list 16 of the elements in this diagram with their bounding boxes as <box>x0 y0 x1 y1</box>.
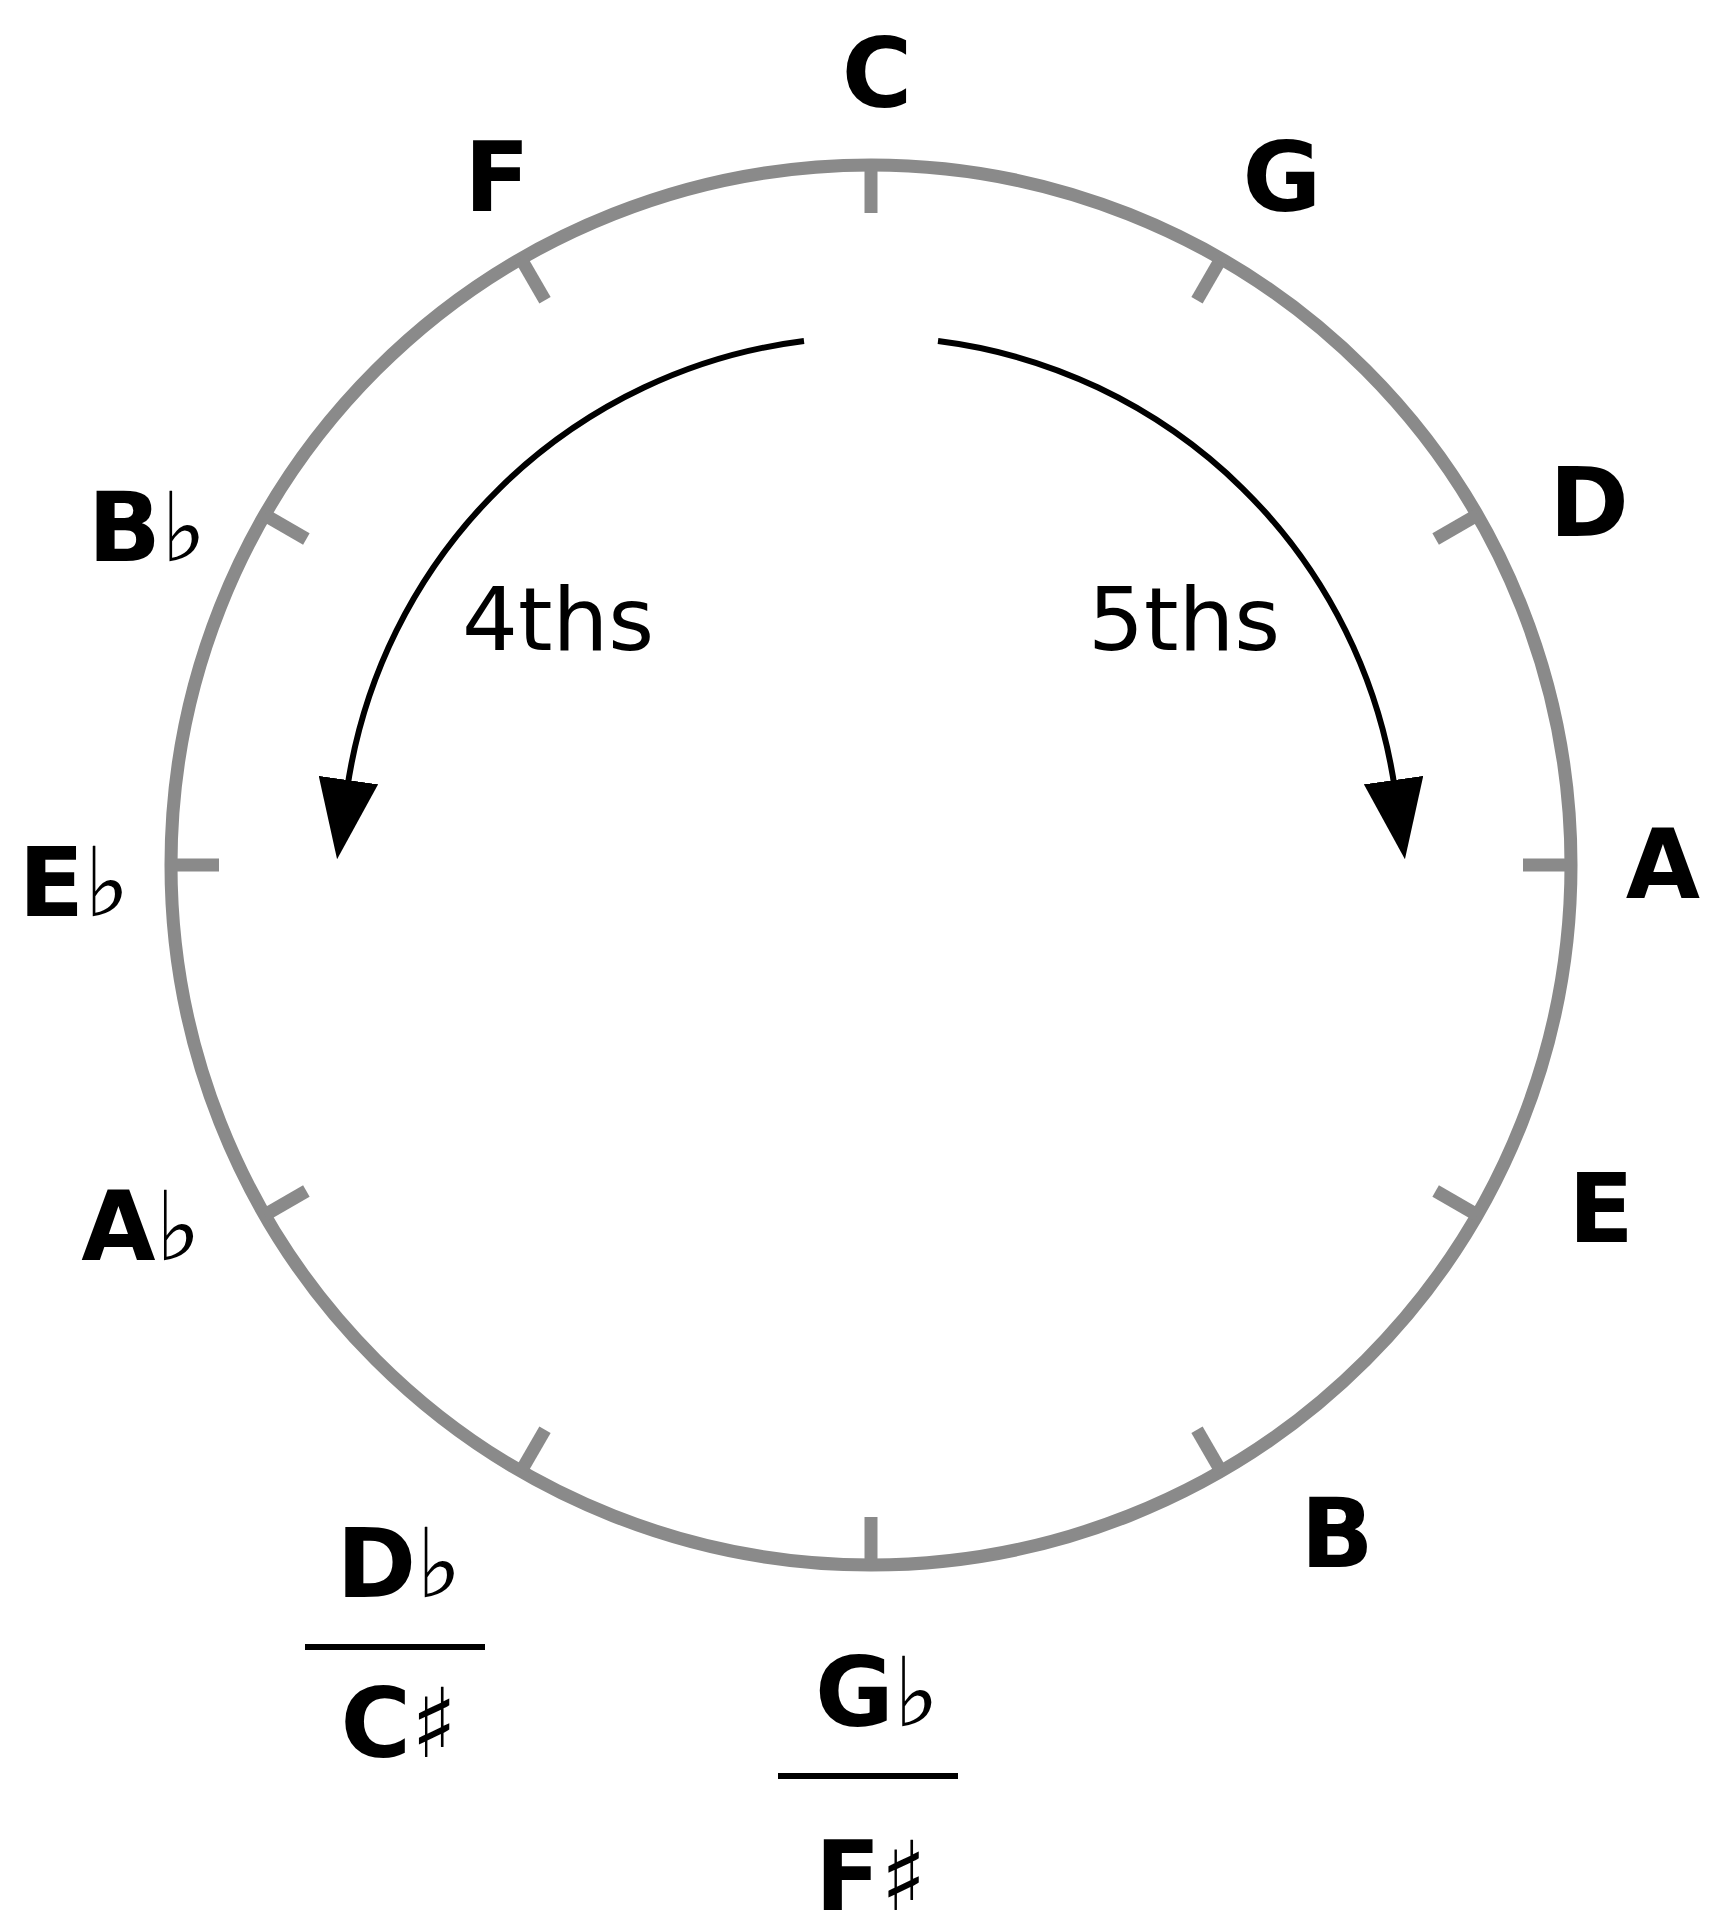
key-label: D <box>1549 455 1629 551</box>
key-label: B♭ <box>87 480 207 576</box>
key-label: F♯ <box>815 1829 927 1924</box>
key-label: E♭ <box>18 835 130 931</box>
key-label: B <box>1300 1486 1374 1582</box>
interval-label: 4ths <box>461 576 655 664</box>
key-label: A♭ <box>81 1179 201 1275</box>
key-label: D♭ <box>336 1516 462 1612</box>
interval-label: 5ths <box>1087 576 1281 664</box>
key-label: E <box>1568 1161 1634 1257</box>
key-label: G♭ <box>814 1645 940 1741</box>
key-label: A <box>1625 817 1701 913</box>
key-label: C <box>841 26 913 122</box>
key-label: G <box>1242 130 1322 226</box>
key-label: C♯ <box>340 1676 458 1772</box>
key-label: F <box>464 130 530 226</box>
